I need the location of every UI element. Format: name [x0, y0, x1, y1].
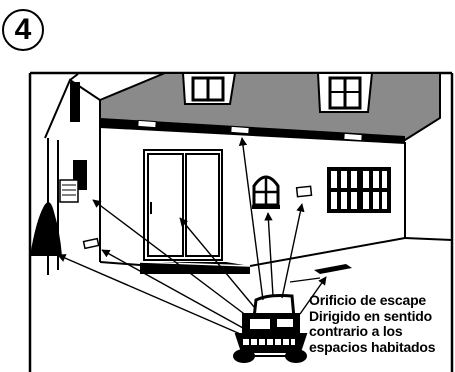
- step-circle: [2, 9, 44, 51]
- soffit-vent-right: [314, 264, 352, 274]
- caption-line: Dirigido en sentido: [309, 307, 432, 324]
- portable-generator: [233, 294, 308, 363]
- dormer-right: [316, 72, 374, 113]
- dormer-left: [181, 72, 237, 105]
- eave-band: [100, 118, 405, 144]
- arrow-to-wall-vent-left: [92, 199, 248, 317]
- house-front-wall: [99, 128, 453, 267]
- wall-vent-right: [295, 185, 313, 198]
- arrow-to-door: [179, 217, 256, 309]
- eave-vents: [137, 119, 363, 142]
- arrow-to-wall-vent-right: [281, 203, 305, 299]
- arched-window: [252, 175, 280, 209]
- step-number: 4: [14, 13, 32, 46]
- caption-title: Orificio de escape: [309, 292, 427, 308]
- sliding-glass-door: [143, 149, 223, 261]
- chimney-left: [70, 82, 80, 122]
- grid-window: [327, 167, 391, 213]
- arrow-to-arched-window: [264, 212, 274, 297]
- arrow-to-eave-vent: [238, 137, 264, 301]
- foundation-vent-left: [82, 237, 100, 250]
- caption-line: espacios habitados: [309, 338, 436, 355]
- arrow-to-foundation-vent-left: [101, 249, 244, 329]
- exhaust-caption: Orificio de escape Dirigido en sentido c…: [309, 292, 455, 355]
- small-side-window: [59, 160, 87, 203]
- arrow-to-ground-left: [57, 254, 246, 337]
- shrub: [30, 202, 62, 256]
- exhaust-arrows: [57, 137, 327, 337]
- caption-line: contrario a los: [309, 323, 403, 339]
- arrow-exhaust-outward: [299, 276, 327, 315]
